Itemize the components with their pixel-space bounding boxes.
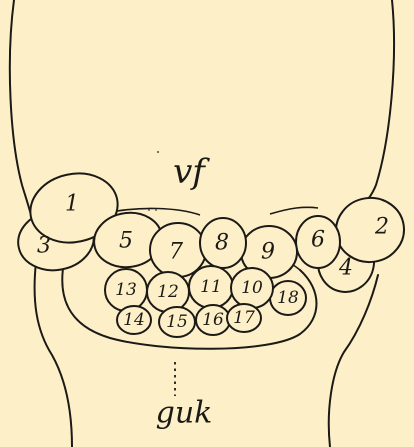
stipple-dot [155,209,157,211]
cell-number-14: 14 [123,310,145,330]
cell-number-6: 6 [311,228,325,253]
cell-number-15: 15 [166,312,188,332]
stipple-dot [157,151,159,153]
cell-number-16: 16 [202,310,224,330]
stipple-dot [148,209,150,211]
label-vf: vf [173,152,210,192]
cell-number-7: 7 [169,240,183,265]
cell-number-12: 12 [157,282,179,302]
upper-ridge-right [270,207,318,214]
neck-outline-right [329,275,378,447]
cell-number-3: 3 [37,234,51,259]
cell-number-11: 11 [200,277,222,297]
cell-number-8: 8 [215,231,229,256]
neck-outline-left [35,262,72,447]
cell-number-13: 13 [115,280,137,300]
cell-number-17: 17 [233,308,255,328]
cell-number-10: 10 [241,278,263,298]
label-guk: guk [156,396,213,431]
cell-number-9: 9 [261,240,275,265]
cell-number-1: 1 [65,192,79,217]
cell-number-18: 18 [277,288,299,308]
cell-number-2: 2 [374,215,389,240]
body-outline-right [358,0,394,210]
cell-number-5: 5 [119,229,133,254]
cell-number-4: 4 [338,256,353,281]
